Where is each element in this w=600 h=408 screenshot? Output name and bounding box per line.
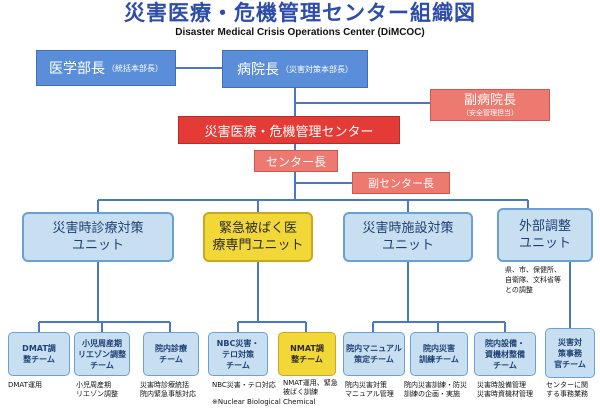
center-head-label: センター長 [265,154,326,169]
director-sublabel: （災害対策本部長） [281,64,353,74]
team-equipment: 院内設備・ 資機材整備 チーム [474,332,536,376]
vice-center-head-box: 副センター長 [352,172,450,194]
team-admin: 災害対 策事務 官チーム [545,328,595,378]
team-nmat-note: NMAT運用、緊急 被ばく訓練 [283,379,338,396]
vice-center-head-label: 副センター長 [368,177,434,190]
team-manual-note: 院内災害対策 マニュアル管理 [345,381,394,398]
team-hospital-care: 院内診療 チーム [143,332,199,376]
director-box: 病院長 （災害対策本部長） [222,50,368,88]
unit-facility-label: 災害時施設対策 ユニット [362,221,454,253]
unit-external-coordination-label: 外部調整 ユニット [518,219,571,251]
team-training: 院内災害 訓練チーム [410,332,468,376]
team-nbc-terror: NBC災害・ テロ対策 チーム [208,332,268,376]
team-admin-note: センターに関 する事務業務 [546,381,588,398]
center-box: 災害医療・危機管理センター [178,116,400,144]
vice-director-label: 副病院長 [463,92,516,108]
team-dmat: DMAT調 整チーム [8,332,70,376]
unit-radiation-emergency-label: 緊急被ばく医 療専門ユニット [212,221,304,253]
team-pediatric-liaison-label: 小児周産期 リエゾン調整 チーム [78,338,126,370]
director-label: 病院長 [237,62,279,78]
team-admin-label: 災害対 策事務 官チーム [554,337,586,369]
unit-facility: 災害時施設対策 ユニット [343,212,473,262]
team-pediatric-liaison-note: 小児周産期 リエゾン調整 [76,381,118,398]
team-nmat: NMAT調 整チーム [278,332,336,376]
team-dmat-label: DMAT調 整チーム [22,344,56,364]
vice-director-box: 副病院長 （安全管理担当） [430,89,550,121]
center-label: 災害医療・危機管理センター [204,124,374,140]
dean-box: 医学部長 （統括本部長） [36,50,176,86]
page-subtitle: Disaster Medical Crisis Operations Cente… [175,27,425,38]
dean-sublabel: （統括本部長） [107,63,163,73]
team-training-label: 院内災害 訓練チーム [419,344,459,364]
vice-director-sublabel: （安全管理担当） [462,108,518,117]
team-dmat-note: DMAT運用 [8,381,42,389]
unit-disaster-medical-label: 災害時診療対策 ユニット [52,221,144,253]
unit-radiation-emergency: 緊急被ばく医 療専門ユニット [203,212,313,262]
team-manual: 院内マニュアル 策定チーム [343,332,405,376]
external-note: 県、市、保健所、 自衛隊、文科省等 との調整 [505,266,561,294]
team-equipment-note: 災害時設備管理 災害時資機材管理 [477,381,533,398]
team-nbc-terror-label: NBC災害・ テロ対策 チーム [216,338,260,370]
unit-external-coordination: 外部調整 ユニット [497,208,593,262]
team-training-note: 院内災害訓練・防災 訓練の企画・実施 [404,381,467,398]
team-pediatric-liaison: 小児周産期 リエゾン調整 チーム [74,332,130,376]
dean-label: 医学部長 [49,61,105,77]
team-equipment-label: 院内設備・ 資機材整備 チーム [485,338,525,370]
team-manual-label: 院内マニュアル 策定チーム [346,344,402,364]
team-hospital-care-label: 院内診療 チーム [155,344,187,364]
team-nmat-label: NMAT調 整チーム [290,344,324,364]
footnote: ※Nuclear Biological Chemical [212,398,316,406]
team-nbc-terror-note: NBC災害・テロ対応 [212,381,276,389]
unit-disaster-medical: 災害時診療対策 ユニット [22,212,174,262]
team-hospital-care-note: 災害時診療統括 院内緊急事態対応 [140,381,196,398]
page-title: 災害医療・危機管理センター組織図 [124,1,476,25]
center-head-box: センター長 [254,150,338,172]
